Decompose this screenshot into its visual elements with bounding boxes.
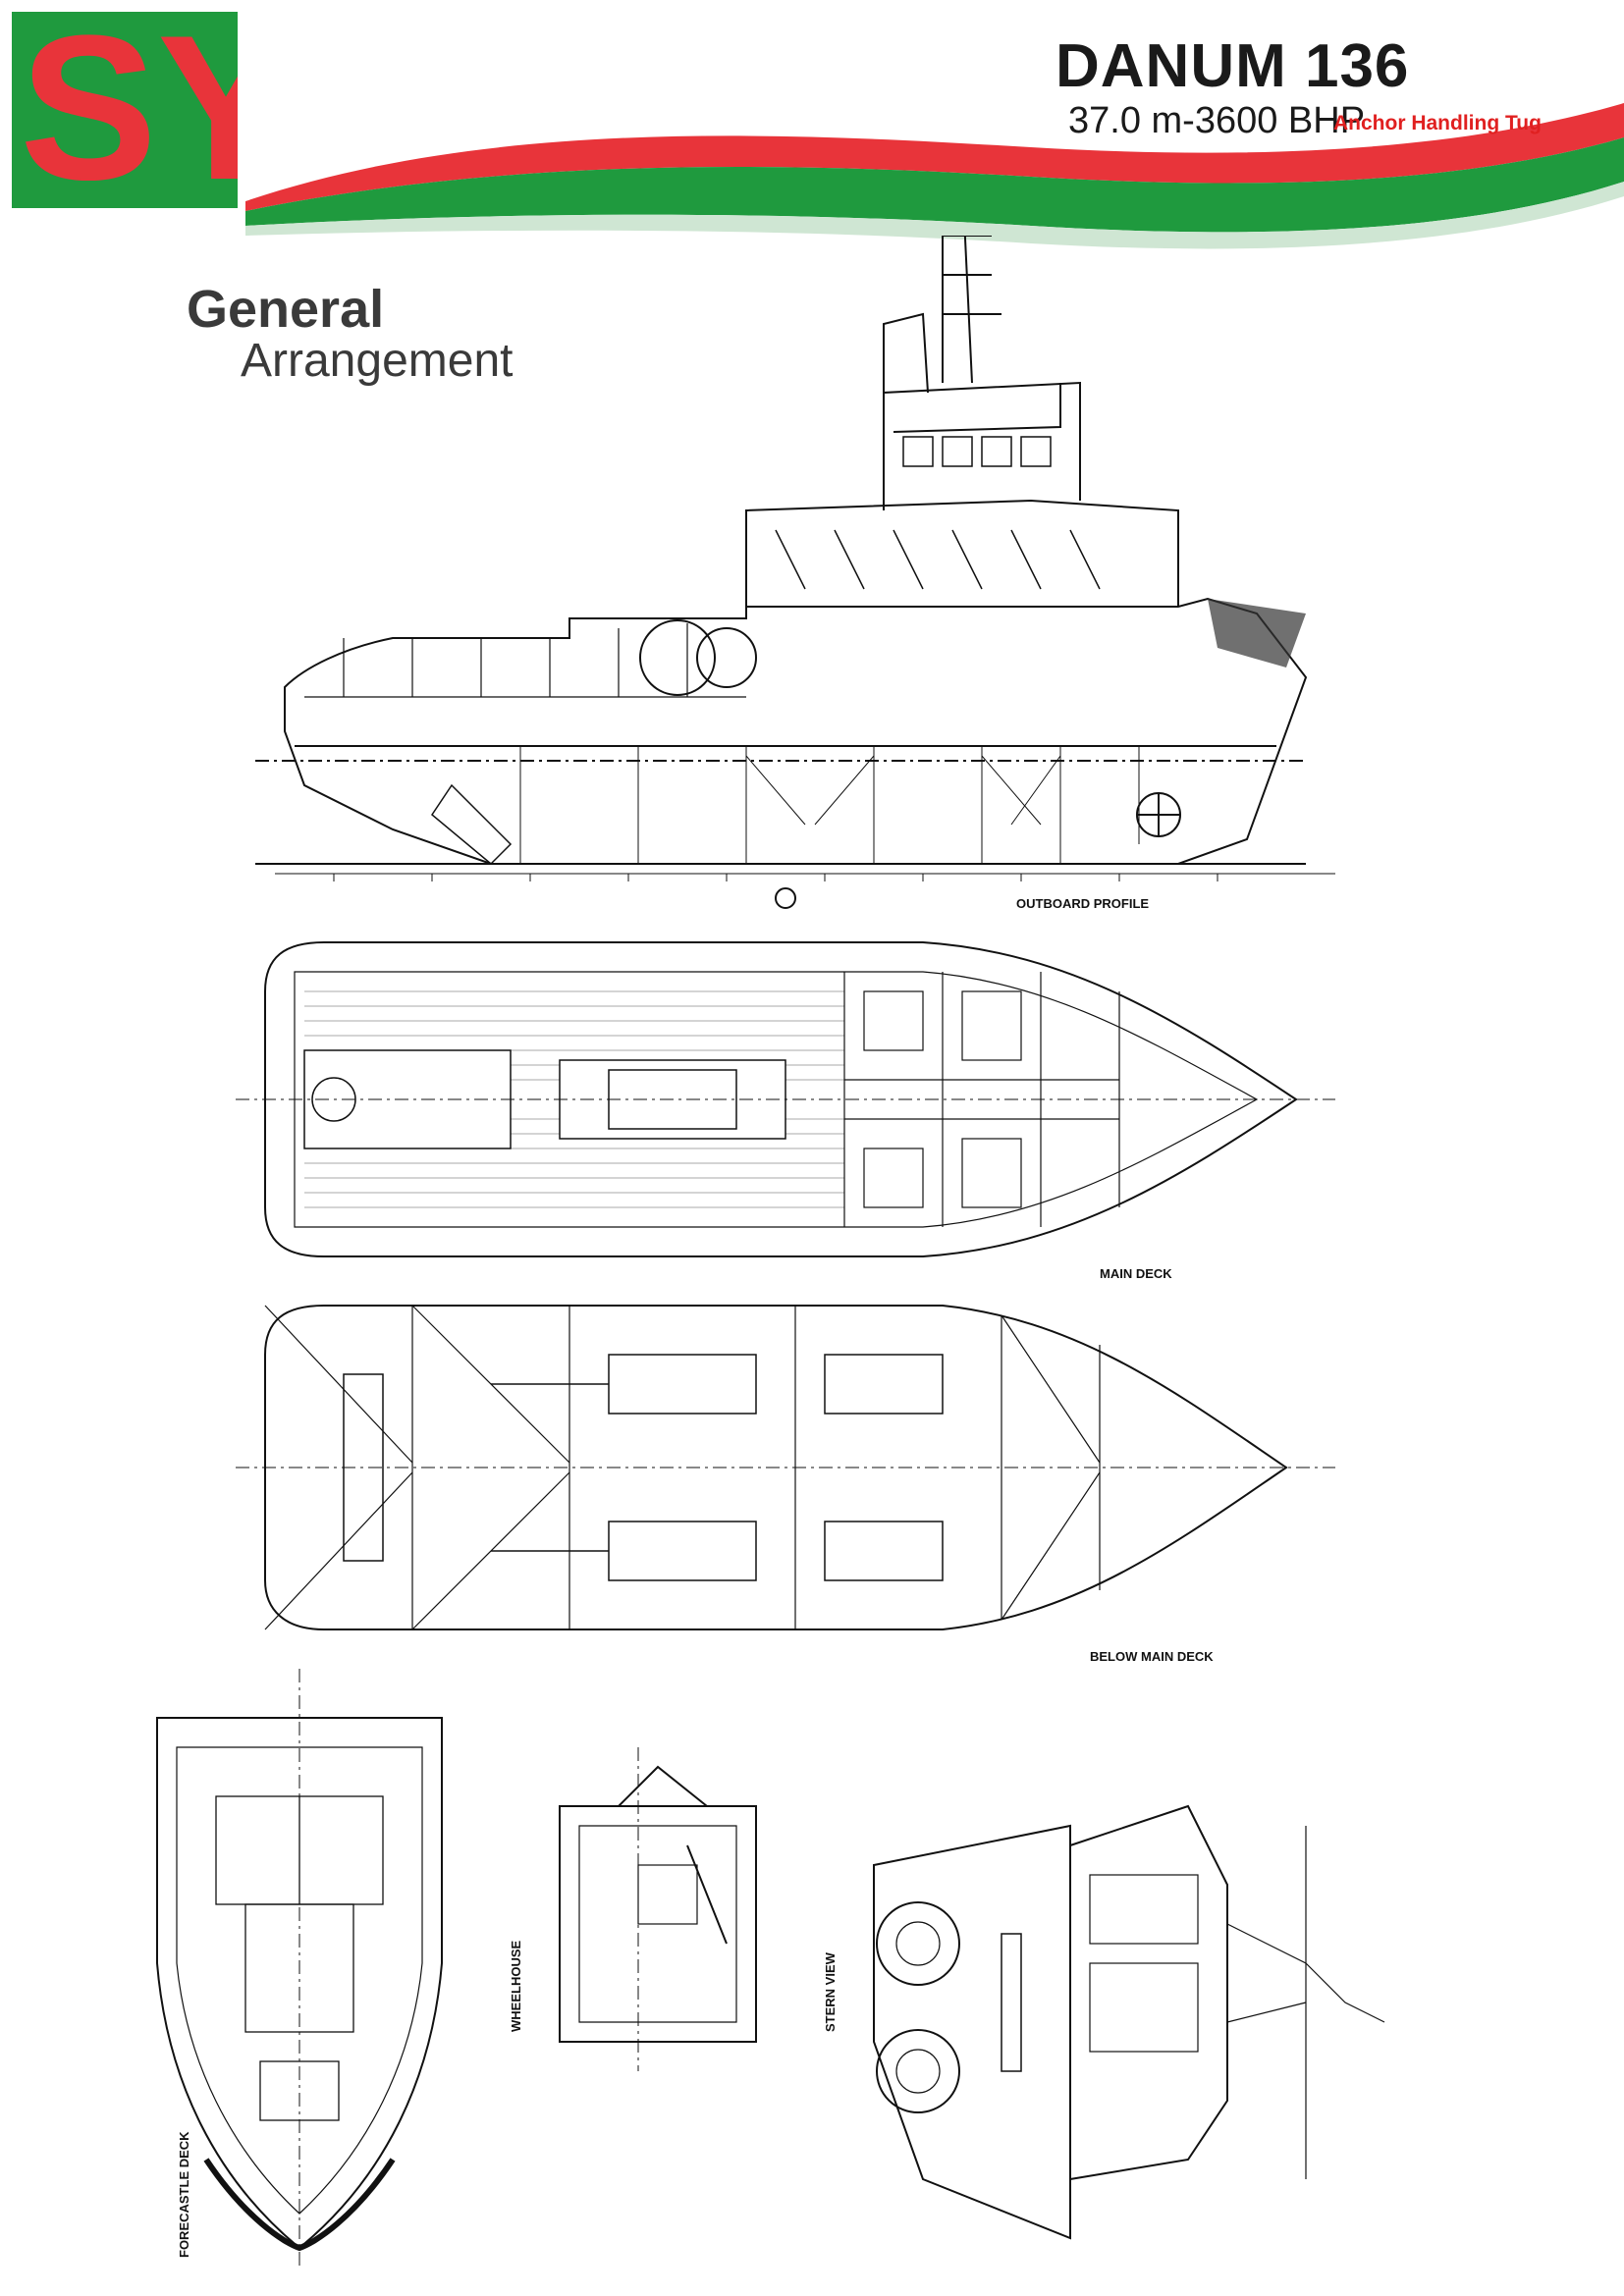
vessel-subtitle: 37.0 m-3600 BHP	[1068, 100, 1366, 141]
vessel-title: DANUM 136	[1056, 32, 1410, 100]
stern-view-label: STERN VIEW	[823, 1951, 838, 2032]
svg-text:SY: SY	[20, 12, 238, 208]
main-deck-label: MAIN DECK	[1100, 1266, 1172, 1281]
main-deck-drawing: MAIN DECK	[236, 941, 1335, 1281]
company-logo: SY	[12, 12, 238, 208]
forecastle-deck-label: FORECASTLE DECK	[177, 2131, 191, 2258]
wheelhouse-label: WHEELHOUSE	[509, 1941, 523, 2033]
stern-view-drawing: STERN VIEW	[823, 1804, 1385, 2240]
forecastle-deck-drawing: FORECASTLE DECK	[156, 1669, 443, 2268]
below-main-deck-drawing: BELOW MAIN DECK	[236, 1305, 1335, 1664]
outboard-profile-drawing: OUTBOARD PROFILE	[255, 236, 1335, 911]
outboard-profile-label: OUTBOARD PROFILE	[1016, 896, 1149, 911]
section-title-line1: General	[187, 280, 385, 339]
below-main-deck-label: BELOW MAIN DECK	[1090, 1649, 1214, 1664]
section-title-line2: Arrangement	[241, 335, 514, 387]
vessel-type: Anchor Handling Tug	[1333, 112, 1542, 134]
header-wave-banner	[245, 103, 1624, 249]
wheelhouse-drawing: WHEELHOUSE	[509, 1747, 757, 2071]
